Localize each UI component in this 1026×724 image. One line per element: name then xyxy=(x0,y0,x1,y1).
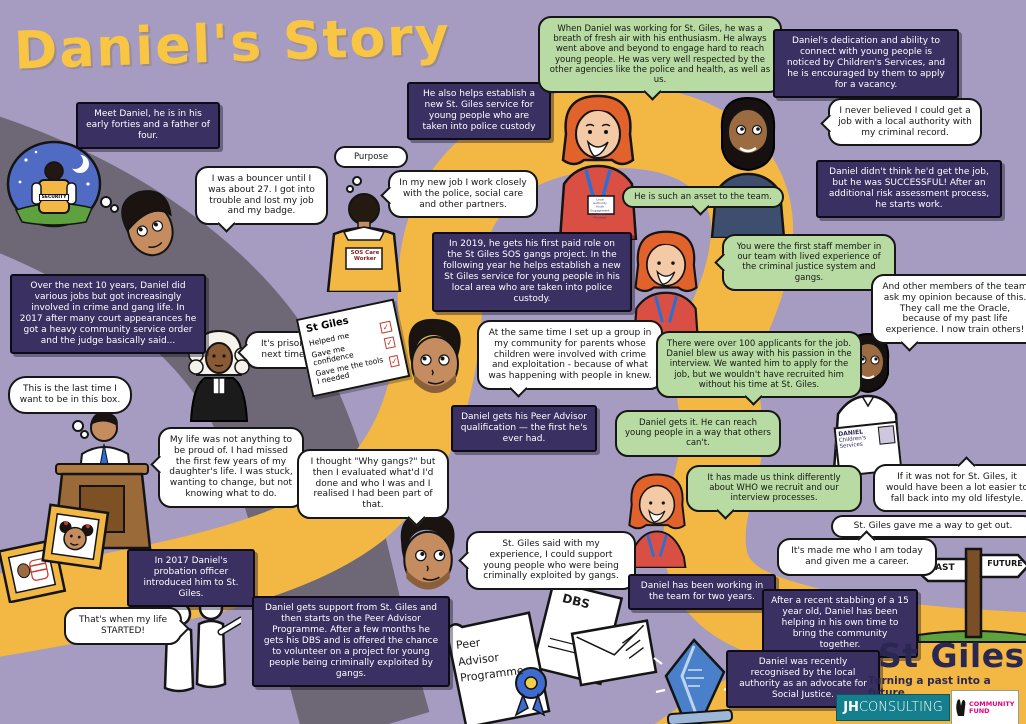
fund-logo-line1: COMMUNITY xyxy=(969,699,1015,708)
narration-custody-service: He also helps establish a new St. Giles … xyxy=(407,82,551,140)
checkbox-checked-icon: ✓ xyxy=(379,320,393,334)
community-fund-logo: COMMUNITY FUND xyxy=(951,690,1019,724)
security-vest-label: SECURITY xyxy=(39,194,69,201)
checkbox-checked-icon: ✓ xyxy=(383,336,396,350)
thought-dot xyxy=(352,176,362,186)
jh-logo-bold: JH xyxy=(843,700,859,715)
checkbox-checked-icon: ✓ xyxy=(388,355,400,368)
colleague-differently-quote: It has made us think differently about W… xyxy=(686,465,862,512)
narration-support: Daniel gets support from St. Giles and t… xyxy=(252,596,450,687)
crossed-fingers-icon xyxy=(956,698,966,716)
judge-illustration xyxy=(188,329,250,422)
team-manager-illustration xyxy=(627,473,687,568)
colleague-applicants-quote: There were over 100 applicants for the j… xyxy=(656,331,862,398)
signpost-past-label: PAST xyxy=(929,563,955,573)
colleague-fresh-air-quote: When Daniel was working for St. Giles, h… xyxy=(538,16,782,94)
daniel-new-job-quote: In my new job I work closely with the po… xyxy=(388,170,538,219)
daniel-started-quote: That's when my life STARTED! xyxy=(64,607,182,645)
daniel-portrait-illustration xyxy=(710,96,786,238)
daniel-bouncer-quote: I was a bouncer until I was about 27. I … xyxy=(195,166,328,226)
daniel-oracle-quote: And other members of the team ask my opi… xyxy=(871,274,1026,344)
staff-badge-label: Local Authority Youth Engagement Team Ma… xyxy=(589,198,611,220)
daniel-bouncer-head-illustration xyxy=(121,190,174,257)
daniel-same-time-quote: At the same time I set up a group in my … xyxy=(477,320,663,390)
colleague-gets-it-quote: Daniel gets it. He can reach young peopl… xyxy=(615,410,781,457)
fund-logo-line2: FUND xyxy=(969,706,990,715)
team-manager-illustration xyxy=(558,94,638,240)
id-photo xyxy=(877,425,896,445)
st-giles-logo: St Giles xyxy=(878,636,1025,675)
narration-decade: Over the next 10 years, Daniel did vario… xyxy=(10,274,206,354)
thought-dot xyxy=(100,196,112,208)
daniel-way-out-quote: St. Giles gave me a way to get out. xyxy=(831,515,1026,538)
narration-meet-daniel: Meet Daniel, he is in his early forties … xyxy=(76,102,220,149)
daniel-experience-quote: St. Giles said with my experience, I cou… xyxy=(466,531,636,591)
daniel-my-life-quote: My life was not anything to be proud of.… xyxy=(158,427,304,508)
jh-logo-rest: CONSULTING xyxy=(858,700,943,715)
daniel-career-quote: It's made me who I am today and given me… xyxy=(777,538,937,576)
thought-dot xyxy=(80,430,89,439)
signpost-illustration xyxy=(914,547,1026,643)
thought-dot xyxy=(72,420,84,432)
narration-successful: Daniel didn't think he'd get the job, bu… xyxy=(816,160,1002,218)
colleague-first-staff-quote: You were the first staff member in our t… xyxy=(722,234,896,291)
narration-probation: In 2017 Daniel's probation officer intro… xyxy=(127,549,255,607)
sos-care-worker-illustration xyxy=(326,193,402,292)
daniel-last-box-thought: This is the last time I want to be in th… xyxy=(8,376,132,414)
narration-paid-role: In 2019, he gets his first paid role on … xyxy=(432,232,632,312)
staff-badge-text: Local Authority Youth Engagement Team Ma… xyxy=(590,198,610,220)
daniel-purpose-thought: Purpose xyxy=(334,146,408,169)
sos-vest-label: SOS Care Worker xyxy=(350,250,380,263)
narration-stabbing: After a recent stabbing of a 15 year old… xyxy=(762,589,918,658)
certificate-label: Peer Advisor Programme xyxy=(455,635,525,685)
daniel-fall-back-quote: If it was not for St. Giles, it would ha… xyxy=(873,464,1026,513)
family-photos-illustration xyxy=(0,503,110,603)
security-dream-bubble-illustration xyxy=(6,140,102,228)
documents-illustration xyxy=(445,583,658,724)
thought-dot xyxy=(346,185,354,193)
colleague-asset-quote: He is such an asset to the team. xyxy=(622,186,784,209)
narration-two-years: Daniel has been working in the team for … xyxy=(628,574,776,610)
signpost-future-label: FUTURE xyxy=(987,559,1023,568)
narration-recognised: Daniel was recently recognised by the lo… xyxy=(726,650,880,708)
daniel-head-illustration xyxy=(408,318,461,393)
daniel-never-believed-quote: I never believed I could get a job with … xyxy=(828,98,982,147)
narration-qualification: Daniel gets his Peer Advisor qualificati… xyxy=(451,405,597,452)
narration-dedication: Daniel's dedication and ability to conne… xyxy=(773,29,959,98)
award-illustration xyxy=(653,638,739,724)
thought-dot xyxy=(110,204,119,213)
daniel-why-gangs-quote: I thought "Why gangs?" but then I evalua… xyxy=(297,449,449,519)
